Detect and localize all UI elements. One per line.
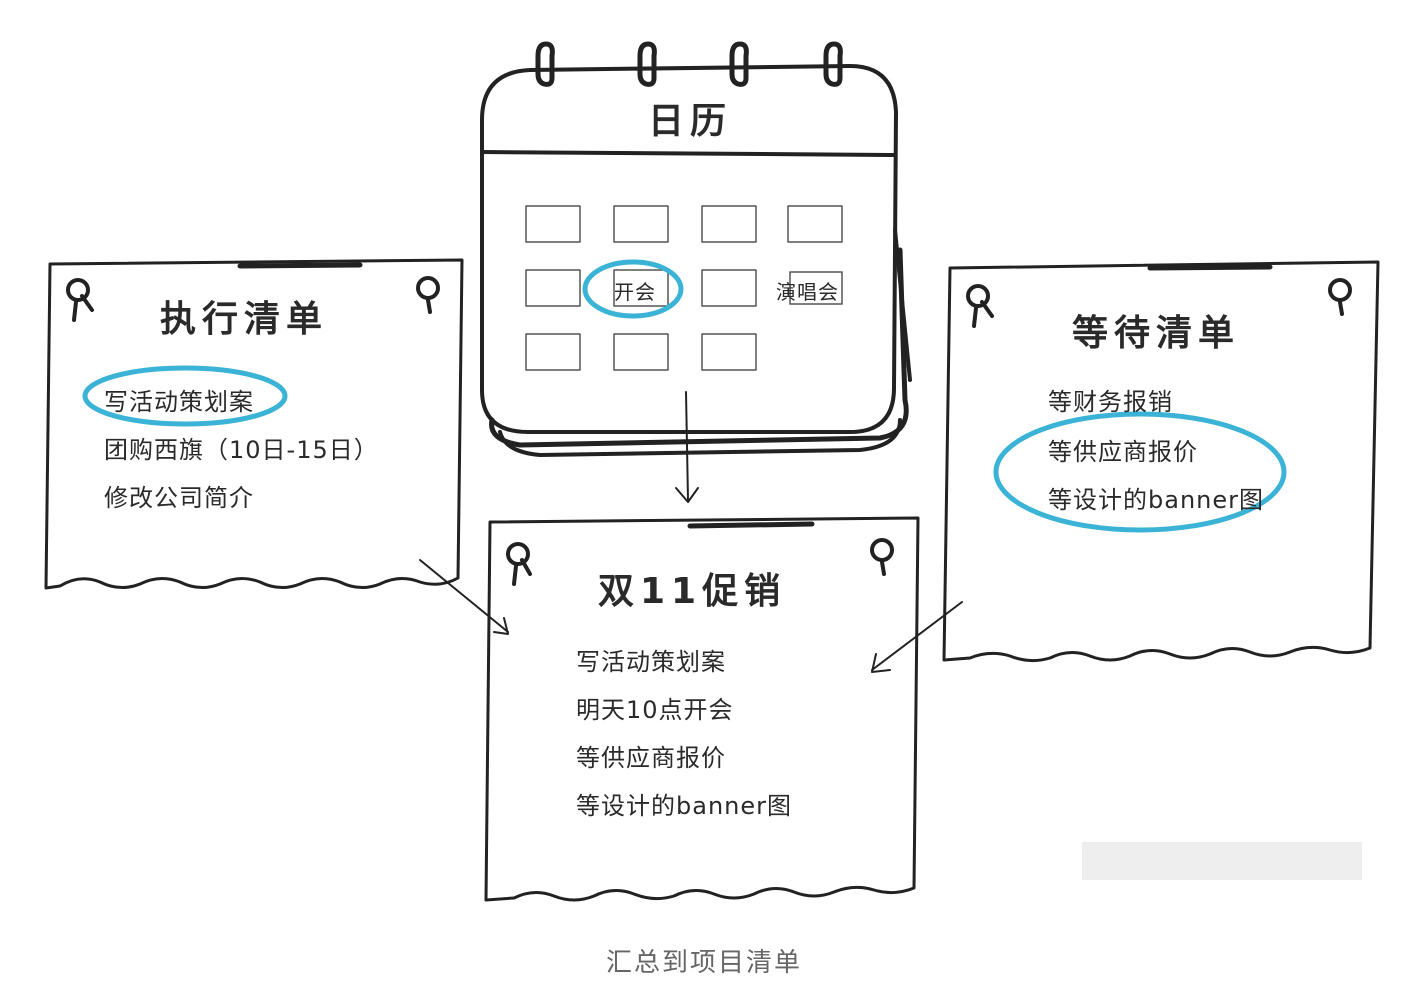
calendar-event-concert: 演唱会	[776, 280, 839, 304]
exec-note-paper	[44, 258, 464, 590]
calendar-body	[480, 64, 898, 434]
project-list-item: 明天10点开会	[576, 696, 734, 724]
exec-list-item: 团购西旗（10日-15日）	[104, 436, 379, 464]
wait-highlight-circle	[993, 411, 1287, 533]
arrow-exec-to-project	[419, 559, 509, 635]
project-list-title: 双11促销	[598, 571, 787, 612]
wait-note-pins	[966, 278, 1352, 328]
calendar-event-meeting: 开会	[614, 280, 656, 304]
calendar-header-divider	[480, 150, 896, 157]
project-note-pins	[506, 538, 894, 586]
meeting-highlight-circle	[582, 259, 684, 319]
calendar-grid	[525, 205, 843, 371]
exec-highlight-circle	[82, 365, 288, 427]
calendar-title: 日历	[648, 101, 733, 142]
wait-list-item: 等供应商报价	[1048, 438, 1198, 466]
project-list-item: 等供应商报价	[576, 744, 726, 772]
wait-list-item: 等财务报销	[1048, 388, 1173, 416]
wait-list-title: 等待清单	[1072, 313, 1241, 354]
project-note-paper	[484, 516, 920, 902]
calendar-stack	[489, 228, 912, 457]
exec-list-item: 修改公司简介	[104, 484, 254, 512]
blurred-watermark	[1082, 842, 1362, 880]
calendar-rings	[535, 41, 843, 87]
exec-list-item: 写活动策划案	[104, 388, 254, 416]
arrow-wait-to-project	[871, 601, 963, 673]
wait-list-item: 等设计的banner图	[1048, 486, 1264, 514]
figure-caption: 汇总到项目清单	[605, 948, 802, 978]
exec-list-title: 执行清单	[160, 299, 329, 340]
project-list-item: 等设计的banner图	[576, 792, 792, 820]
wait-note-paper	[942, 260, 1380, 663]
exec-note-pins	[66, 276, 440, 322]
arrow-calendar-to-project	[675, 391, 699, 503]
project-list-item: 写活动策划案	[576, 648, 726, 676]
